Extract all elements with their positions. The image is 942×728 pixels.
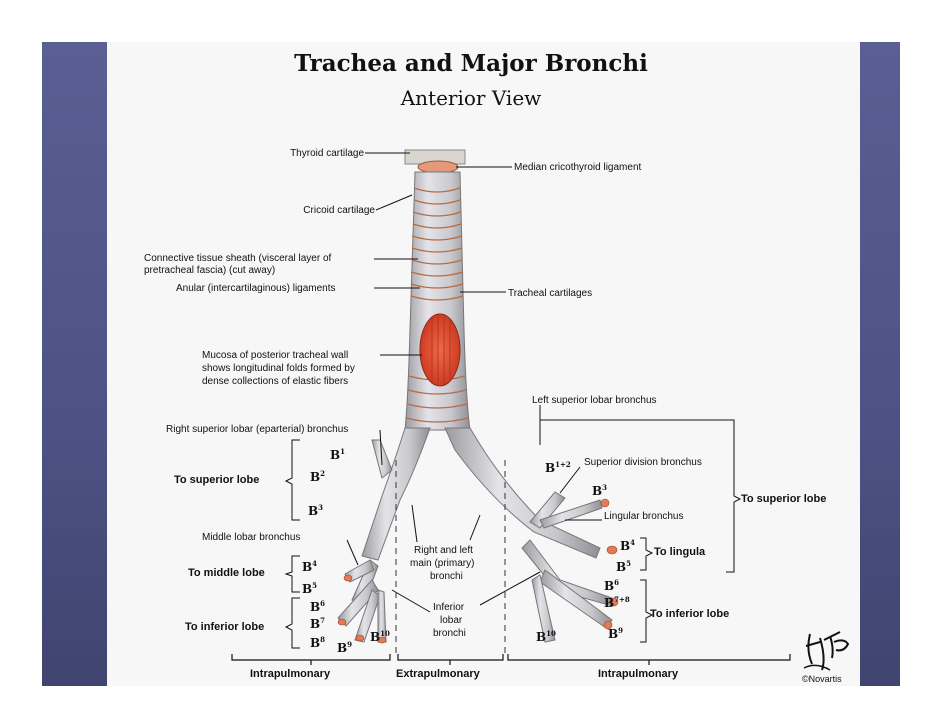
- section-brackets: [231, 654, 791, 665]
- group-left-lingula: To lingula: [654, 546, 706, 558]
- page-title: Trachea and Major Bronchi: [294, 50, 648, 77]
- publisher-credit: ©Novartis: [802, 674, 842, 684]
- label-left-superior-lobar-bronchus: Left superior lobar bronchus: [532, 395, 657, 406]
- leader-lines: [346, 152, 602, 613]
- netter-signature-logo: ©Novartis: [802, 631, 850, 684]
- label-thyroid-cartilage: Thyroid cartilage: [290, 148, 364, 159]
- label-main-bronchi-line2: main (primary): [410, 558, 475, 569]
- seg-left-b3: B3: [592, 483, 608, 498]
- label-connective-sheath-line2: pretracheal fascia) (cut away): [144, 265, 276, 276]
- section-left-intrapulmonary: Intrapulmonary: [250, 668, 331, 680]
- seg-left-b5: B5: [616, 559, 632, 574]
- label-main-bronchi-line1: Right and left: [414, 545, 473, 556]
- slide-panel: [107, 42, 860, 686]
- label-lingular-bronchus: Lingular bronchus: [604, 511, 684, 522]
- cricothyroid-ligament-shape: [417, 160, 459, 174]
- label-cricoid-cartilage: Cricoid cartilage: [303, 205, 375, 216]
- label-median-cricothyroid-ligament: Median cricothyroid ligament: [514, 162, 642, 173]
- label-middle-lobar-bronchus: Middle lobar bronchus: [202, 532, 301, 543]
- tracheal-rings: [405, 187, 469, 423]
- left-side-band: [42, 42, 107, 686]
- label-superior-division-bronchus: Superior division bronchus: [584, 457, 702, 468]
- group-right-inferior: To inferior lobe: [185, 621, 265, 633]
- seg-right-b9: B9: [337, 640, 353, 655]
- section-extrapulmonary: Extrapulmonary: [396, 668, 480, 680]
- seg-right-b7: B7: [310, 616, 326, 631]
- seg-right-b4: B4: [302, 559, 318, 574]
- label-mucosa-line3: dense collections of elastic fibers: [202, 376, 349, 387]
- group-left-inferior: To inferior lobe: [650, 608, 730, 620]
- seg-left-b4: B4: [620, 538, 636, 553]
- seg-right-b6: B6: [310, 599, 326, 614]
- seg-right-b2: B2: [310, 469, 326, 484]
- group-braces: [284, 419, 742, 649]
- mucosa-window-shape: [419, 313, 461, 387]
- left-bronchial-tree: [444, 427, 613, 643]
- label-anular-ligaments: Anular (intercartilaginous) ligaments: [176, 283, 336, 294]
- seg-left-b9: B9: [608, 626, 624, 641]
- seg-left-b6: B6: [604, 578, 620, 593]
- section-right-intrapulmonary: Intrapulmonary: [598, 668, 679, 680]
- group-right-superior: To superior lobe: [174, 474, 260, 486]
- label-main-bronchi-line3: bronchi: [430, 571, 463, 582]
- page-subtitle: Anterior View: [400, 86, 542, 110]
- label-tracheal-cartilages: Tracheal cartilages: [508, 288, 593, 299]
- label-inferior-lobar-line1: Inferior: [433, 602, 465, 613]
- seg-right-b3: B3: [308, 503, 324, 518]
- label-inferior-lobar-line3: bronchi: [433, 628, 466, 639]
- label-right-superior-lobar-bronchus: Right superior lobar (eparterial) bronch…: [166, 424, 349, 435]
- label-connective-sheath-line1: Connective tissue sheath (visceral layer…: [144, 253, 332, 264]
- label-mucosa-line1: Mucosa of posterior tracheal wall: [202, 350, 349, 361]
- label-inferior-lobar-line2: lobar: [440, 615, 463, 626]
- group-right-middle: To middle lobe: [188, 567, 265, 579]
- seg-left-b1-2: B1+2: [545, 460, 571, 475]
- seg-right-b1: B1: [330, 447, 346, 462]
- right-side-band: [860, 42, 900, 686]
- seg-right-b8: B8: [310, 635, 326, 650]
- seg-right-b5: B5: [302, 581, 318, 596]
- seg-left-b10: B10: [536, 629, 556, 644]
- group-left-superior: To superior lobe: [741, 493, 827, 505]
- seg-right-b10: B10: [370, 629, 390, 644]
- label-mucosa-line2: shows longitudinal folds formed by: [202, 363, 355, 374]
- seg-left-b7-8: B7+8: [604, 595, 630, 610]
